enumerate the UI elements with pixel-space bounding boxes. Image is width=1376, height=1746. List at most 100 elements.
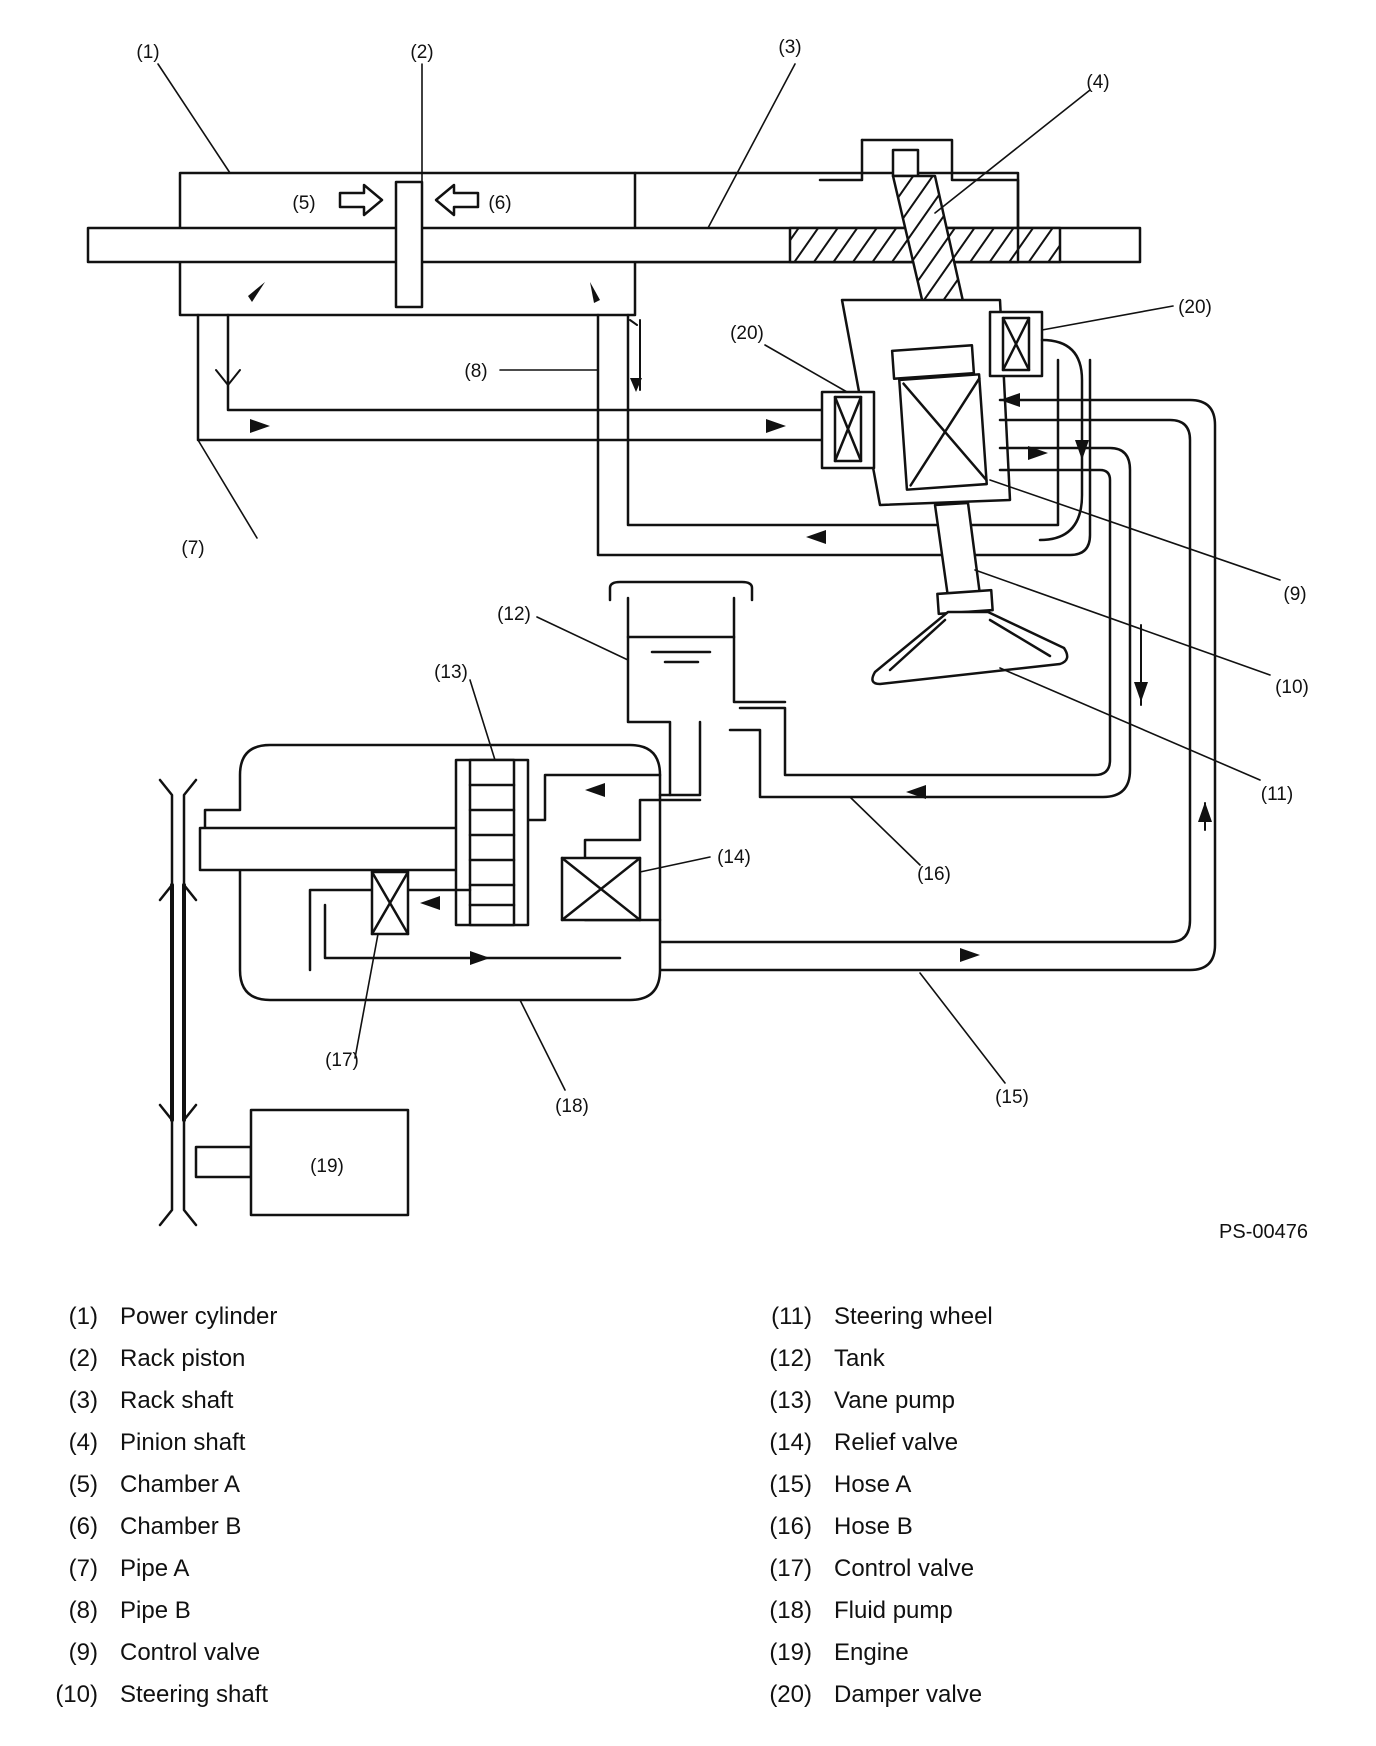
chamber-b-arrow bbox=[434, 183, 480, 217]
legend-label: Power cylinder bbox=[120, 1303, 278, 1330]
legend-label: Vane pump bbox=[834, 1387, 955, 1414]
steering-wheel bbox=[871, 610, 1069, 686]
legend-label: Fluid pump bbox=[834, 1597, 953, 1624]
relief-valve bbox=[560, 856, 642, 922]
legend-number: (7) bbox=[68, 1555, 98, 1582]
callout-15: (15) bbox=[995, 1087, 1029, 1108]
legend-number: (9) bbox=[68, 1639, 98, 1666]
leader-lines bbox=[157, 63, 1281, 1091]
legend-right-column: (11)Steering wheel(12)Tank(13)Vane pump(… bbox=[742, 1296, 993, 1716]
power-steering-diagram: (1) (2) (3) (4) (5) (6) (7) (8) (9) (10)… bbox=[86, 37, 1309, 1243]
vane-pump bbox=[454, 758, 530, 927]
legend-label: Control valve bbox=[120, 1639, 261, 1666]
callout-5: (5) bbox=[292, 193, 315, 214]
callout-17: (17) bbox=[325, 1050, 359, 1071]
pump-shaft bbox=[198, 826, 480, 872]
legend-label: Chamber A bbox=[120, 1471, 241, 1498]
chamber-a-arrow bbox=[338, 183, 384, 217]
legend-item: (13) Vane pump bbox=[742, 1380, 993, 1422]
legend-label: Chamber B bbox=[120, 1513, 242, 1540]
legend-number: (8) bbox=[68, 1597, 98, 1624]
legend-item: (4) Pinion shaft bbox=[28, 1422, 277, 1464]
legend-number: (15) bbox=[769, 1471, 812, 1498]
legend-item: (10) Steering shaft bbox=[28, 1674, 277, 1716]
legend-item: (2) Rack piston bbox=[28, 1338, 277, 1380]
legend-item: (7) Pipe A bbox=[28, 1548, 277, 1590]
legend-label: Pinion shaft bbox=[120, 1429, 246, 1456]
callout-2: (2) bbox=[410, 42, 433, 63]
callout-12: (12) bbox=[497, 604, 531, 625]
legend-number: (14) bbox=[769, 1429, 812, 1456]
damper-valve-left bbox=[820, 390, 876, 470]
pump-pulley bbox=[158, 778, 198, 902]
legend-number: (16) bbox=[769, 1513, 812, 1540]
legend-number: (10) bbox=[55, 1681, 98, 1708]
callout-13: (13) bbox=[434, 662, 468, 683]
control-valve-9 bbox=[898, 373, 988, 491]
legend-label: Damper valve bbox=[834, 1681, 983, 1708]
legend-label: Hose B bbox=[834, 1513, 913, 1540]
tank bbox=[608, 580, 787, 797]
legend-number: (20) bbox=[769, 1681, 812, 1708]
legend-number: (4) bbox=[68, 1429, 98, 1456]
callout-6: (6) bbox=[488, 193, 511, 214]
callout-9: (9) bbox=[1283, 584, 1306, 605]
legend-label: Rack shaft bbox=[120, 1387, 234, 1414]
engine-shaft bbox=[194, 1145, 253, 1179]
legend-item: (6) Chamber B bbox=[28, 1506, 277, 1548]
legend-item: (20) Damper valve bbox=[742, 1674, 993, 1716]
legend-label: Control valve bbox=[834, 1555, 975, 1582]
legend-label: Steering shaft bbox=[120, 1681, 269, 1708]
legend-item: (16) Hose B bbox=[742, 1506, 993, 1548]
legend-number: (19) bbox=[769, 1639, 812, 1666]
callout-3: (3) bbox=[778, 37, 801, 58]
legend-item: (8) Pipe B bbox=[28, 1590, 277, 1632]
legend-item: (17)Control valve bbox=[742, 1548, 993, 1590]
legend-number: (12) bbox=[769, 1345, 812, 1372]
legend-label: Pipe B bbox=[120, 1597, 191, 1624]
legend-number: (18) bbox=[769, 1597, 812, 1624]
legend-item: (15) Hose A bbox=[742, 1464, 993, 1506]
callout-11: (11) bbox=[1261, 784, 1293, 805]
callout-7: (7) bbox=[181, 538, 204, 559]
legend-number: (6) bbox=[68, 1513, 98, 1540]
rack-shaft bbox=[86, 226, 1142, 264]
legend-number: (3) bbox=[68, 1387, 98, 1414]
engine bbox=[249, 1108, 410, 1217]
legend-label: Pipe A bbox=[120, 1555, 190, 1582]
legend-left-column: (1) Power cylinder (2) Rack piston (3) Rack s… bbox=[28, 1296, 277, 1716]
legend-label: Relief valve bbox=[834, 1429, 959, 1456]
pipe-b bbox=[596, 313, 1092, 557]
callout-16: (16) bbox=[917, 864, 951, 885]
legend-label: Tank bbox=[834, 1345, 885, 1372]
legend-number: (1) bbox=[68, 1303, 98, 1330]
arrowheads bbox=[248, 282, 1212, 965]
legend-item: (5) Chamber A bbox=[28, 1464, 277, 1506]
callout-18: (18) bbox=[555, 1096, 589, 1117]
legend-number: (13) bbox=[769, 1387, 812, 1414]
legend-label: Hose A bbox=[834, 1471, 912, 1498]
legend-item: (18) Fluid pump bbox=[742, 1590, 993, 1632]
legend-item: (14) Relief valve bbox=[742, 1422, 993, 1464]
callout-10: (10) bbox=[1275, 677, 1309, 698]
legend-label: Steering wheel bbox=[834, 1303, 993, 1330]
control-valve-17 bbox=[308, 870, 622, 972]
legend-number: (5) bbox=[68, 1471, 98, 1498]
legend-label: Rack piston bbox=[120, 1345, 246, 1372]
legend-item: (19) Engine bbox=[742, 1632, 993, 1674]
callout-19: (19) bbox=[310, 1156, 344, 1177]
legend-number: (2) bbox=[68, 1345, 98, 1372]
legend-label: Engine bbox=[834, 1639, 909, 1666]
callouts: (1) (2) (3) (4) (5) (6) (7) (8) (9) (10)… bbox=[136, 37, 1309, 1177]
damper-valve-right bbox=[988, 310, 1044, 378]
callout-1: (1) bbox=[136, 42, 159, 63]
legend-item: (9) Control valve bbox=[28, 1632, 277, 1674]
drive-belt bbox=[170, 883, 186, 1122]
legend-item: (1) Power cylinder bbox=[28, 1296, 278, 1338]
figure-code: PS-00476 bbox=[1219, 1221, 1308, 1243]
callout-8: (8) bbox=[464, 361, 487, 382]
rack-piston bbox=[394, 180, 424, 309]
steering-shaft bbox=[933, 501, 994, 616]
engine-pulley bbox=[158, 1103, 198, 1227]
callout-4: (4) bbox=[1086, 72, 1109, 93]
